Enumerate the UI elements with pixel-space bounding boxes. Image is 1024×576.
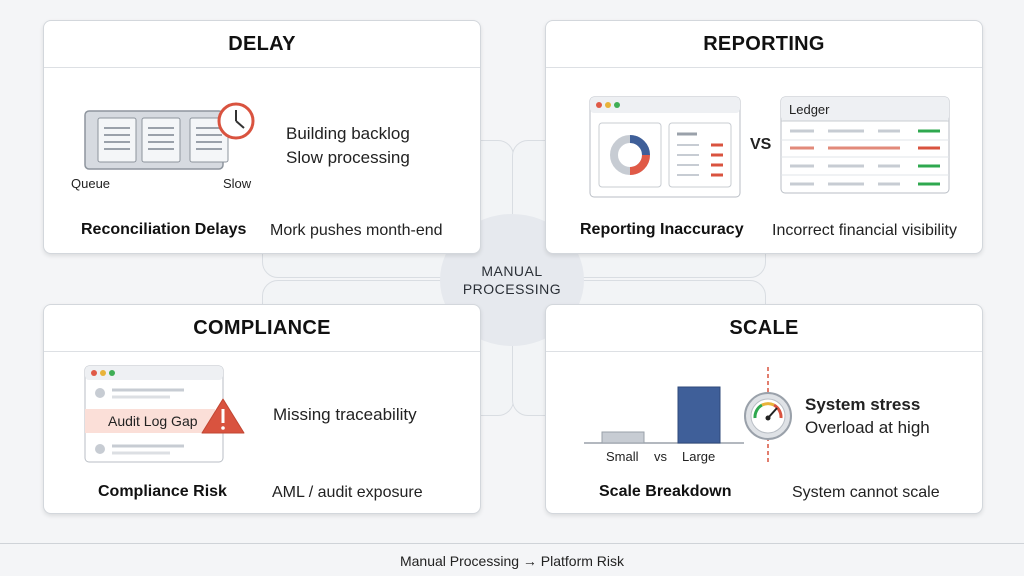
- reporting-card: REPORTING VS: [545, 20, 983, 254]
- compliance-side-text: Missing traceability: [273, 405, 417, 424]
- warning-icon: [201, 398, 245, 434]
- reporting-vs-label: VS: [750, 136, 772, 153]
- compliance-title: COMPLIANCE: [44, 305, 480, 352]
- stress-title: System stress: [805, 395, 921, 414]
- bottom-divider: [0, 543, 1024, 544]
- center-line-1: MANUAL: [481, 263, 543, 279]
- audit-window: [84, 365, 245, 463]
- center-line-2: PROCESSING: [462, 281, 562, 297]
- queue-doc-3: [189, 117, 229, 163]
- stress-text: Overload at high: [805, 418, 930, 437]
- delay-line-2: Slow processing: [286, 148, 410, 167]
- clock-icon: [217, 102, 255, 140]
- queue-illustration: [84, 102, 255, 170]
- scale-footer-text: System cannot scale: [792, 484, 940, 501]
- scale-vs-label: vs: [654, 449, 667, 464]
- scale-title: SCALE: [546, 305, 982, 352]
- ledger-label: Ledger: [789, 102, 830, 117]
- delay-footer-title: Reconciliation Delays: [81, 221, 247, 238]
- compliance-footer-title: Compliance Risk: [98, 483, 227, 500]
- scale-footer-title: Scale Breakdown: [599, 483, 732, 500]
- donut-chart-icon: [610, 135, 650, 175]
- large-bar: [677, 386, 721, 444]
- large-label: Large: [682, 449, 716, 464]
- reporting-title: REPORTING: [546, 21, 982, 68]
- queue-doc-1: [97, 117, 137, 163]
- audit-log-gap-label: Audit Log Gap: [108, 413, 198, 429]
- scale-card: SCALE Small vs Large System stress Overl…: [545, 304, 983, 514]
- queue-doc-2: [141, 117, 181, 163]
- bottom-caption: Manual Processing → Platform Risk: [399, 553, 625, 569]
- delay-card: DELAY Queue Slow: [43, 20, 481, 254]
- delay-title: DELAY: [44, 21, 480, 68]
- small-label: Small: [606, 449, 639, 464]
- scale-illustration: [584, 367, 769, 463]
- dashboard-window: [589, 96, 741, 198]
- ledger-window: [780, 96, 950, 194]
- compliance-footer-text: AML / audit exposure: [272, 484, 423, 501]
- delay-line-1: Building backlog: [286, 124, 410, 143]
- compliance-card: COMPLIANCE Audit Log Gap Missing traceab…: [43, 304, 481, 514]
- slow-label: Slow: [223, 176, 252, 191]
- queue-label: Queue: [71, 176, 111, 191]
- reporting-footer-title: Reporting Inaccuracy: [580, 221, 744, 238]
- reporting-footer-text: Incorrect financial visibility: [772, 222, 957, 239]
- delay-footer-text: Mork pushes month-end: [270, 222, 443, 239]
- gauge-icon: [744, 392, 792, 440]
- small-bar: [601, 431, 645, 444]
